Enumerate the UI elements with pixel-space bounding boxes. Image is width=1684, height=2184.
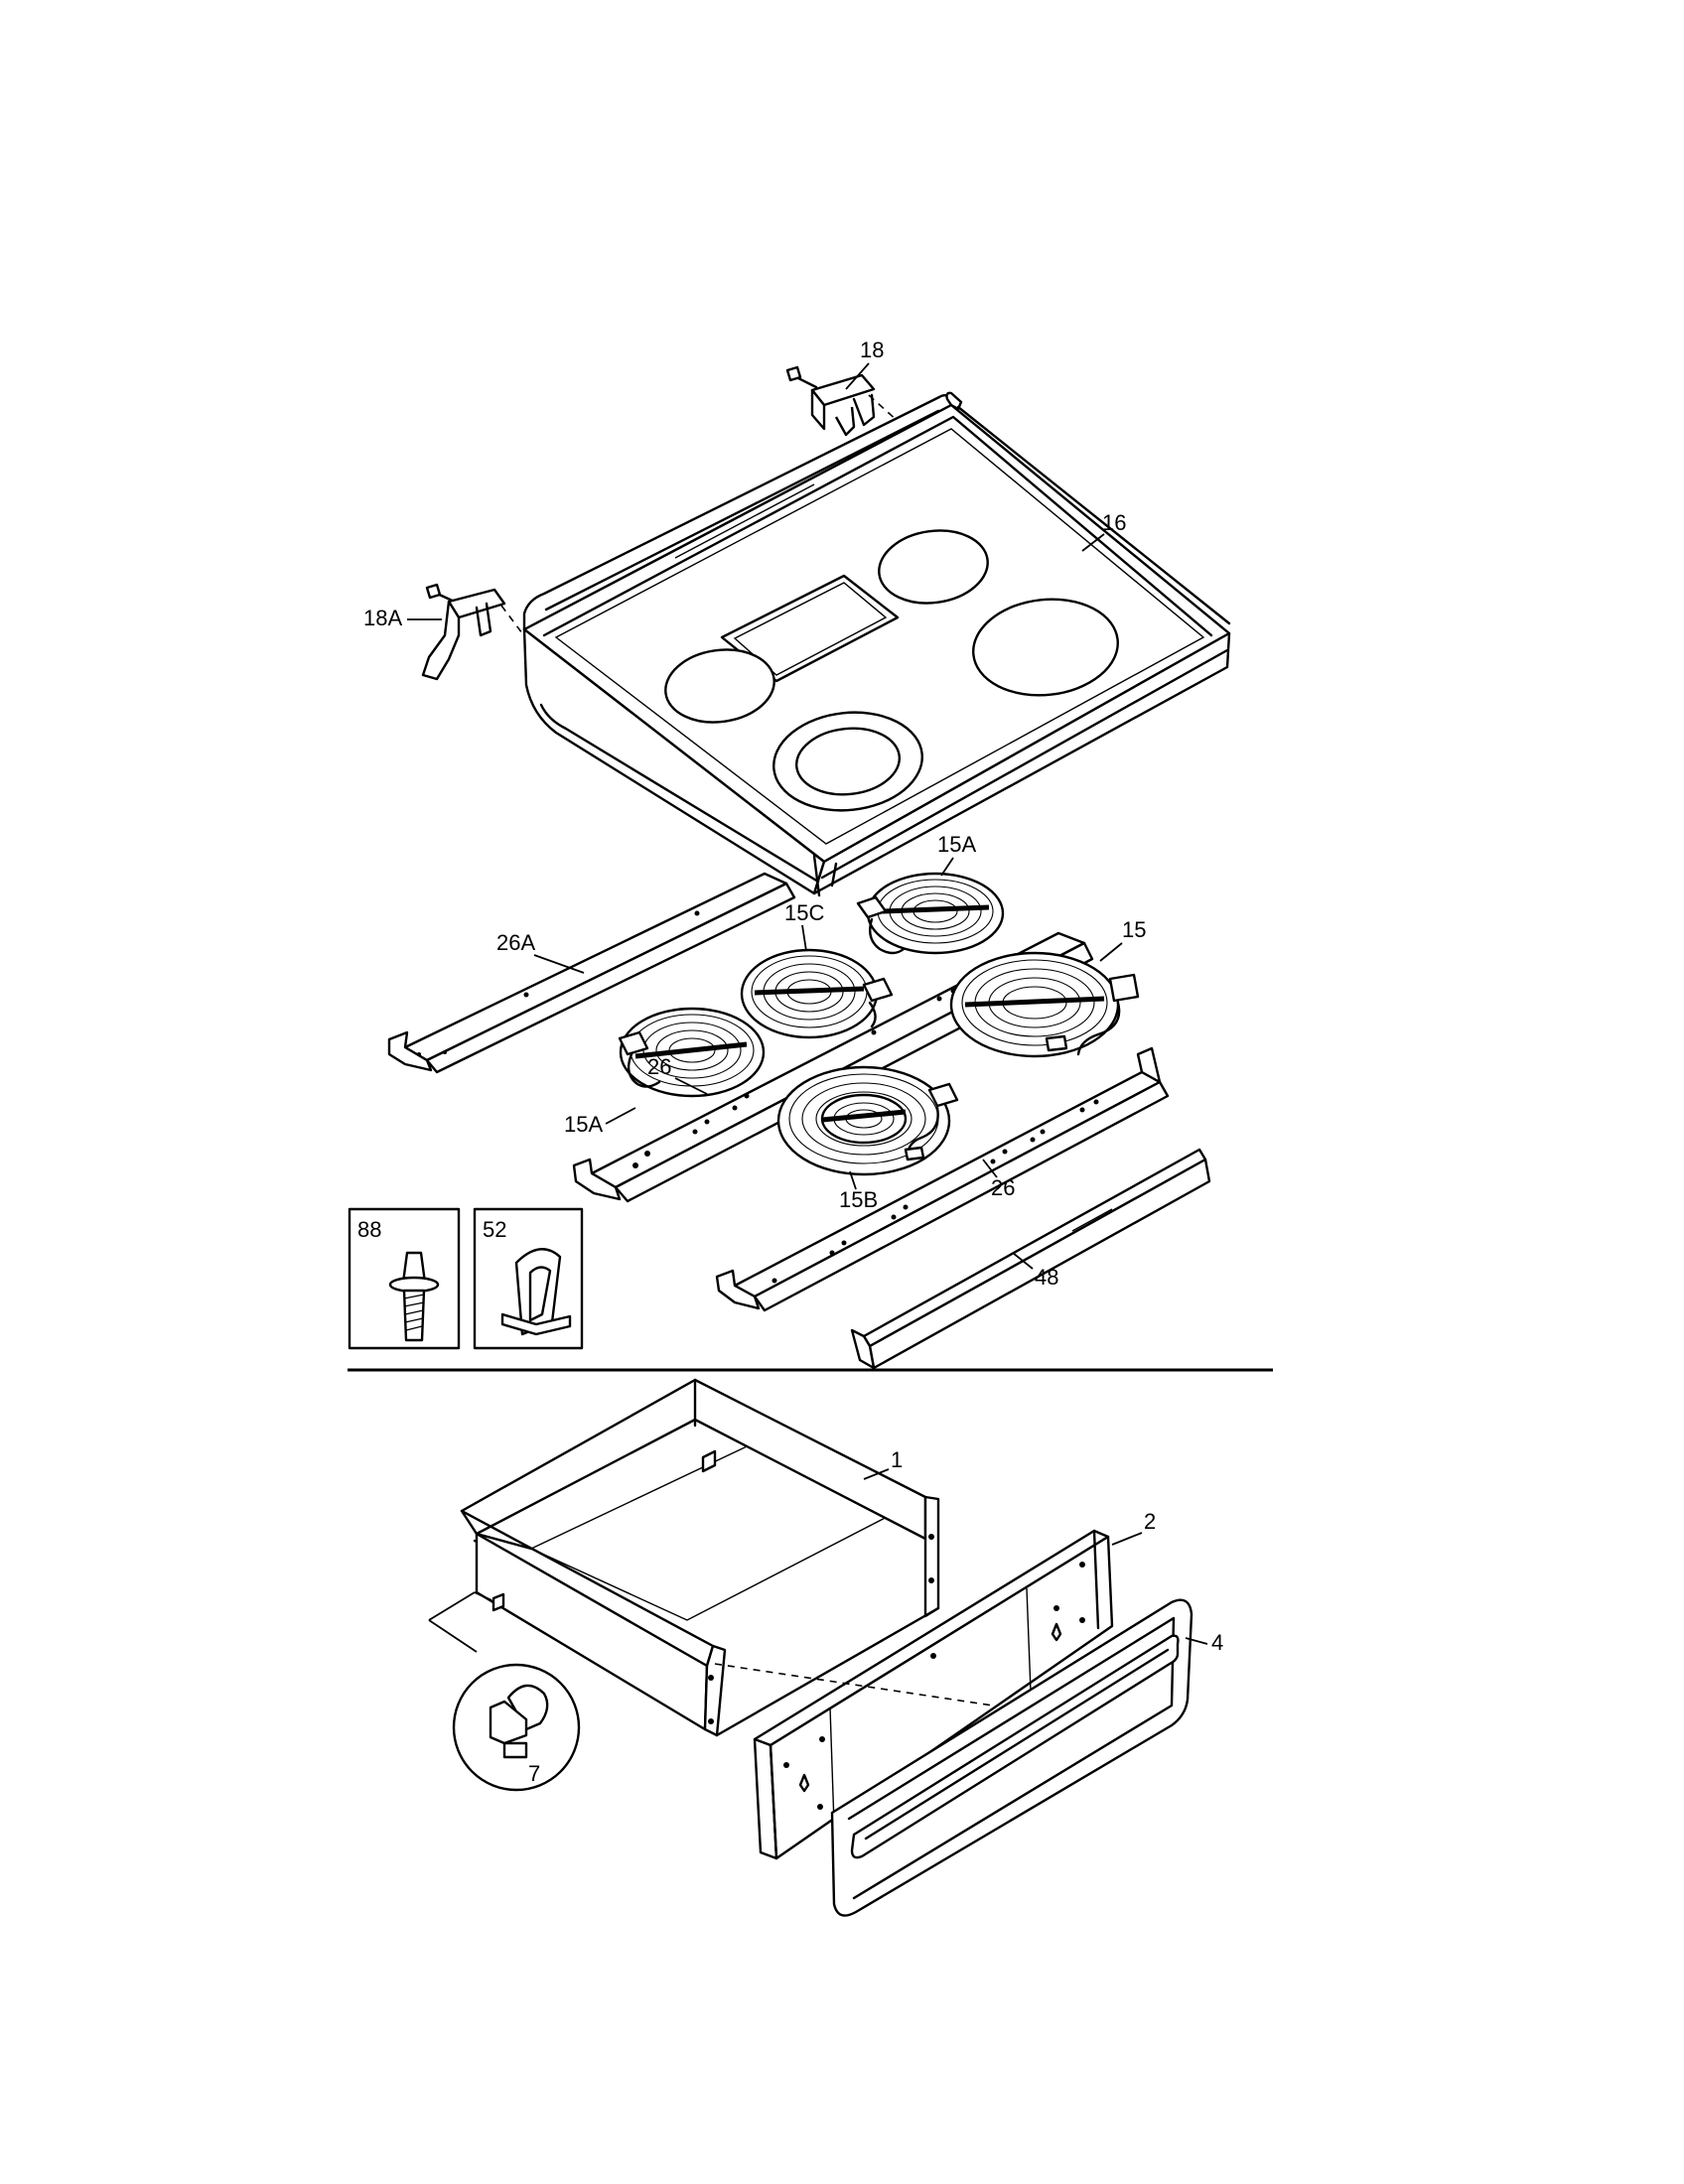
surface-element-15a-front — [618, 1007, 766, 1098]
svg-text:16: 16 — [1102, 510, 1126, 535]
callout-15: 15 — [1099, 917, 1146, 962]
inset-box-52: 52 — [473, 1207, 584, 1350]
callout-15a-rear: 15A — [937, 832, 976, 877]
drawer-glide-icon — [489, 1684, 549, 1759]
callout-15b: 15B — [839, 1170, 878, 1212]
svg-text:26A: 26A — [496, 930, 535, 955]
callout-18: 18 — [845, 338, 884, 390]
callout-26a: 26A — [496, 930, 585, 974]
callout-15a-front: 15A — [564, 1107, 636, 1137]
svg-text:26: 26 — [647, 1054, 671, 1079]
svg-text:15: 15 — [1122, 917, 1146, 942]
detail-circle-7: 7 — [428, 1591, 581, 1792]
hinge-bracket-18 — [785, 365, 900, 437]
retainer-clip-icon — [500, 1248, 572, 1336]
callout-2: 2 — [1111, 1509, 1156, 1546]
burner-rail-26-right — [715, 1046, 1170, 1312]
svg-text:7: 7 — [528, 1761, 540, 1786]
cooktop-16 — [522, 391, 1231, 897]
svg-text:1: 1 — [891, 1447, 903, 1472]
hinge-bracket-18a — [421, 583, 532, 681]
inset-box-88: 88 — [348, 1207, 461, 1350]
surface-element-15a-rear — [856, 872, 1005, 955]
shoulder-screw-icon — [388, 1251, 440, 1342]
callout-15c: 15C — [784, 900, 824, 952]
svg-text:52: 52 — [483, 1217, 506, 1242]
svg-text:15A: 15A — [937, 832, 976, 857]
drawer-front-panel-4 — [830, 1598, 1193, 1917]
drawer-support-2 — [714, 1529, 1114, 1860]
surface-element-15c — [740, 948, 894, 1039]
trim-strip-48 — [850, 1148, 1211, 1370]
callout-1: 1 — [863, 1447, 903, 1480]
callout-16: 16 — [1081, 510, 1126, 552]
rail-26a — [387, 872, 796, 1074]
svg-text:15A: 15A — [564, 1112, 603, 1137]
surface-element-15b — [776, 1065, 959, 1176]
callout-26-left: 26 — [647, 1054, 708, 1095]
surface-element-15 — [949, 951, 1140, 1058]
svg-text:26: 26 — [991, 1175, 1015, 1200]
callout-26-right: 26 — [982, 1159, 1015, 1200]
svg-text:15B: 15B — [839, 1187, 878, 1212]
svg-text:18A: 18A — [363, 606, 402, 630]
callout-48: 48 — [1012, 1252, 1058, 1290]
svg-text:18: 18 — [860, 338, 884, 362]
svg-text:4: 4 — [1211, 1630, 1223, 1655]
svg-text:48: 48 — [1035, 1265, 1058, 1290]
callout-18a: 18A — [363, 606, 442, 630]
svg-text:2: 2 — [1144, 1509, 1156, 1534]
svg-text:15C: 15C — [784, 900, 824, 925]
drawer-body-1 — [460, 1378, 940, 1737]
callout-4: 4 — [1185, 1630, 1223, 1655]
svg-text:88: 88 — [357, 1217, 381, 1242]
